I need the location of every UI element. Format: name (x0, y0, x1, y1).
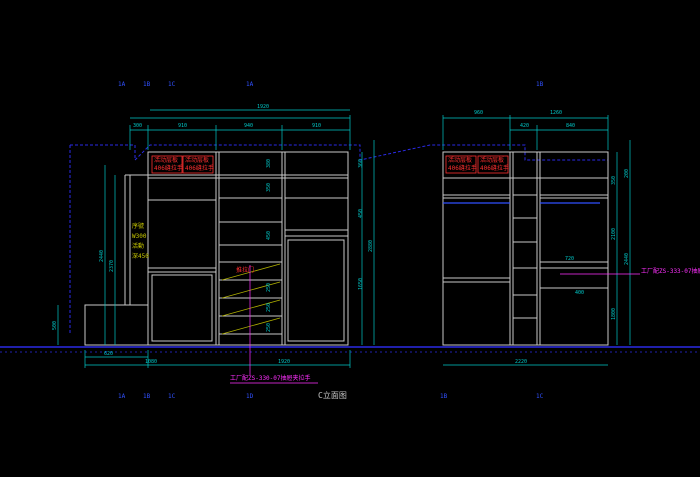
yellow-note-2: W300 (132, 233, 147, 240)
yellow-note-3: 活動 (132, 242, 144, 250)
axis-bot-5: 1C (536, 393, 544, 400)
drawer-diagonals (221, 263, 281, 335)
axis-top-2: 1C (168, 81, 176, 88)
door-label-1b: 406缝拉手 (154, 164, 183, 172)
drawer-dim-text: 380 350 450 250 250 250 (266, 159, 272, 332)
axis-bot-3: 1D (246, 393, 254, 400)
left-dim-bottom-1: 1080 (145, 359, 157, 365)
axis-bot-4: 1B (440, 393, 448, 400)
right-cabinet-frame (442, 151, 609, 346)
right-shelf-dim-0: 720 (565, 256, 574, 262)
left-vertical-dims (57, 140, 375, 345)
right-door-label-box-1 (445, 155, 477, 174)
drawer-dim-0: 380 (266, 159, 272, 168)
right-dim-top-2: 1260 (550, 110, 562, 116)
right-h-3: 350 (611, 176, 617, 185)
right-dim-top-3: 840 (566, 123, 575, 129)
right-door-label-1a: 活动层板 (448, 156, 472, 164)
left-callout-text: 工厂配ZS-330-07抽屉夹拉手 (230, 374, 311, 382)
drawing-title: C立面图 (318, 390, 347, 400)
yellow-note: 序號 W300 活動 深450 (132, 222, 149, 260)
left-h-1: 2370 (109, 260, 115, 272)
left-cabinet-frame (147, 151, 349, 346)
left-h-2: 2880 (368, 240, 374, 252)
axis-top-1: 1B (143, 81, 151, 88)
right-h-0: 2440 (624, 253, 630, 265)
right-h-1: 2100 (611, 228, 617, 240)
left-bottom-dim-text: 620 1080 1920 (104, 351, 290, 365)
drawer-dim-1: 350 (266, 183, 272, 192)
right-cabinet (442, 151, 609, 346)
right-dim-text: 960 420 1260 840 2220 2440 2100 1800 350… (474, 110, 630, 365)
right-h-4: 200 (624, 169, 630, 178)
right-callout-text: 工厂配ZS-333-07抽屉夹拉手 (641, 267, 700, 275)
left-dim-top-2: 940 (244, 123, 253, 129)
left-dim-top-0: 300 (133, 123, 142, 129)
drawer-dim-5: 250 (266, 323, 272, 332)
door-label-2b: 406缝拉手 (185, 164, 214, 172)
axis-bot-2: 1C (168, 393, 176, 400)
left-h-5: 360 (358, 159, 364, 168)
axis-top-3: 1A (246, 81, 254, 88)
left-top-dim-text: 1920 300 910 940 910 (133, 104, 321, 129)
door-label-box-2 (182, 155, 214, 174)
right-dim-top-0: 960 (474, 110, 483, 116)
left-h-0: 2440 (99, 250, 105, 262)
axis-marks: 1A 1B 1C 1A 1B 1A 1B 1C 1D 1B 1C (118, 81, 544, 400)
left-h-4: 450 (358, 209, 364, 218)
yellow-note-1: 序號 (132, 222, 144, 230)
drawer-dim-2: 450 (266, 231, 272, 240)
right-h-2: 1800 (611, 308, 617, 320)
drawer-dim-4: 250 (266, 303, 272, 312)
axis-top-4: 1B (536, 81, 544, 88)
left-vertical-dim-text: 2440 2370 2880 1650 450 360 500 (52, 159, 374, 330)
door-label-1a: 活动层板 (154, 156, 178, 164)
right-shelf-dim-1: 400 (575, 290, 584, 296)
right-door-label-2a: 活动层板 (480, 156, 504, 164)
left-dim-top-1: 910 (178, 123, 187, 129)
right-top-dims (442, 115, 631, 366)
door-label-2a: 活动层板 (185, 156, 209, 164)
left-bottom-dims (84, 350, 351, 368)
right-door-label-2b: 406缝拉手 (480, 164, 509, 172)
drawer-dim-3: 250 (266, 283, 272, 292)
axis-bot-0: 1A (118, 393, 126, 400)
yellow-note-4: 深450 (132, 252, 149, 260)
left-top-dims (129, 109, 351, 150)
right-door-label-1b: 406缝拉手 (448, 164, 477, 172)
left-dim-overall: 1920 (257, 104, 269, 110)
door-label-box-1 (151, 155, 183, 174)
left-h-6: 500 (52, 321, 58, 330)
right-dim-top-1: 420 (520, 123, 529, 129)
left-dim-top-3: 910 (312, 123, 321, 129)
axis-bot-1: 1B (143, 393, 151, 400)
red-note: 推拉门 (236, 266, 254, 274)
left-cabinet (84, 151, 349, 346)
left-dim-bottom-2: 1920 (278, 359, 290, 365)
right-door-label-box-2 (477, 155, 509, 174)
axis-top-0: 1A (118, 81, 126, 88)
left-dim-bottom-0: 620 (104, 351, 113, 357)
left-h-3: 1650 (358, 278, 364, 290)
right-dim-bottom-0: 2220 (515, 359, 527, 365)
